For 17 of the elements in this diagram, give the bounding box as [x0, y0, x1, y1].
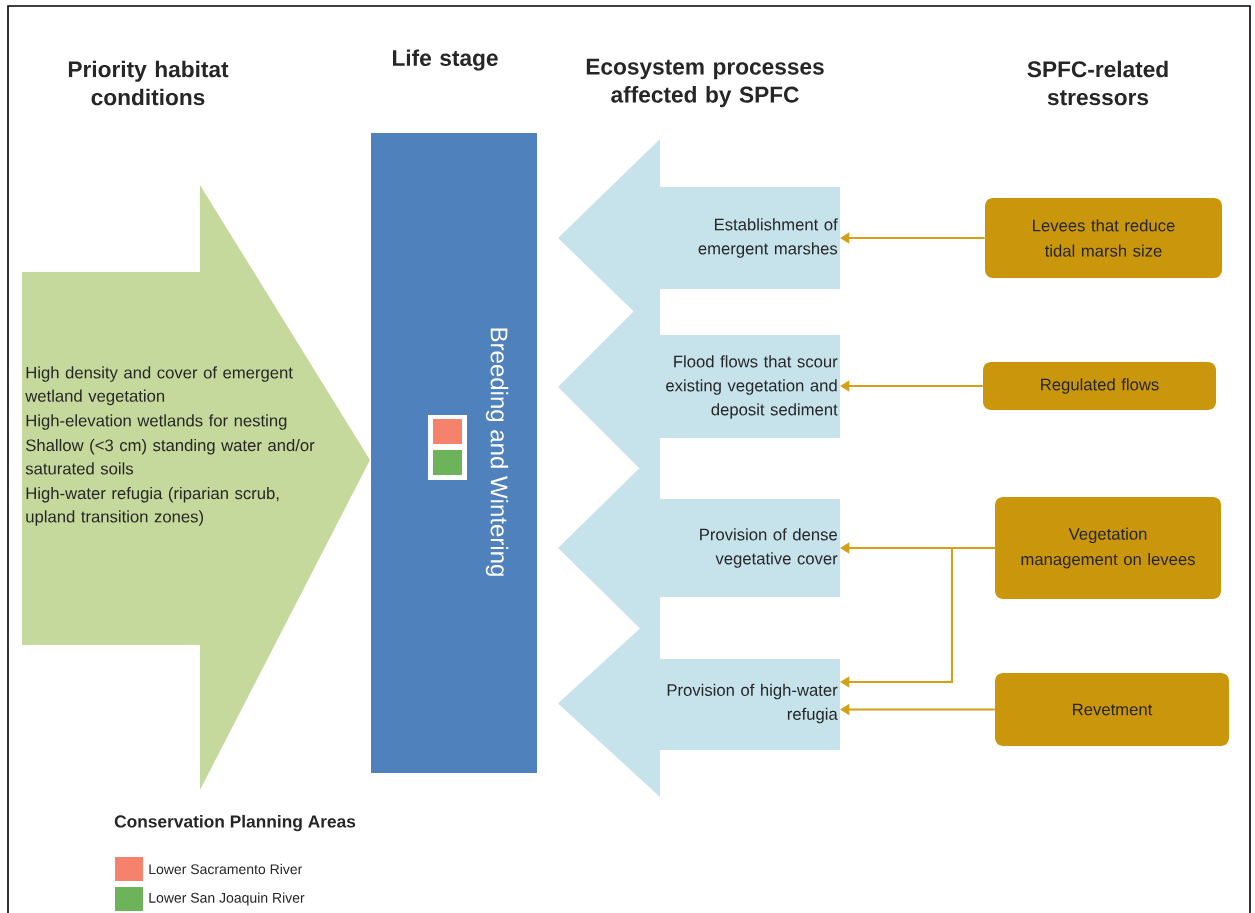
process-panel: Provision of dense vegetative cover: [558, 448, 840, 648]
column-header: SPFC-related stressors: [1027, 60, 1168, 106]
legend-title: Conservation Planning Areas: [114, 814, 356, 832]
column-header: Priority habitat conditions: [68, 60, 229, 106]
legend-text: Lower Sacramento River: [149, 863, 303, 875]
stressor-box: Vegetation management on levees: [995, 497, 1221, 599]
process-panel: Provision of high-water refugia: [558, 610, 840, 797]
process-panel: Flood flows that scour existing vegetation and deposit sediment: [558, 285, 840, 489]
column-header: Ecosystem processes affected by SPFC: [586, 58, 824, 108]
process-panel: Establishment of emergent marshes: [558, 139, 840, 337]
habitat-panel: High density and cover of emergent wetland vegetation High-elevation wetlands for nesting Shallow (<3 cm) standing water and/or saturated soils High-water refugia (riparian scrub, upland transition zones): [22, 185, 370, 790]
stressor-box: Regulated flows: [983, 362, 1216, 410]
column-header: Life stage: [393, 49, 498, 71]
legend-text: Lower San Joaquin River: [149, 892, 305, 906]
stressor-box: Levees that reduce tidal marsh size: [985, 198, 1222, 278]
stressor-box: Revetment: [995, 673, 1229, 746]
life-stage-box: Breeding and Wintering: [371, 133, 537, 773]
